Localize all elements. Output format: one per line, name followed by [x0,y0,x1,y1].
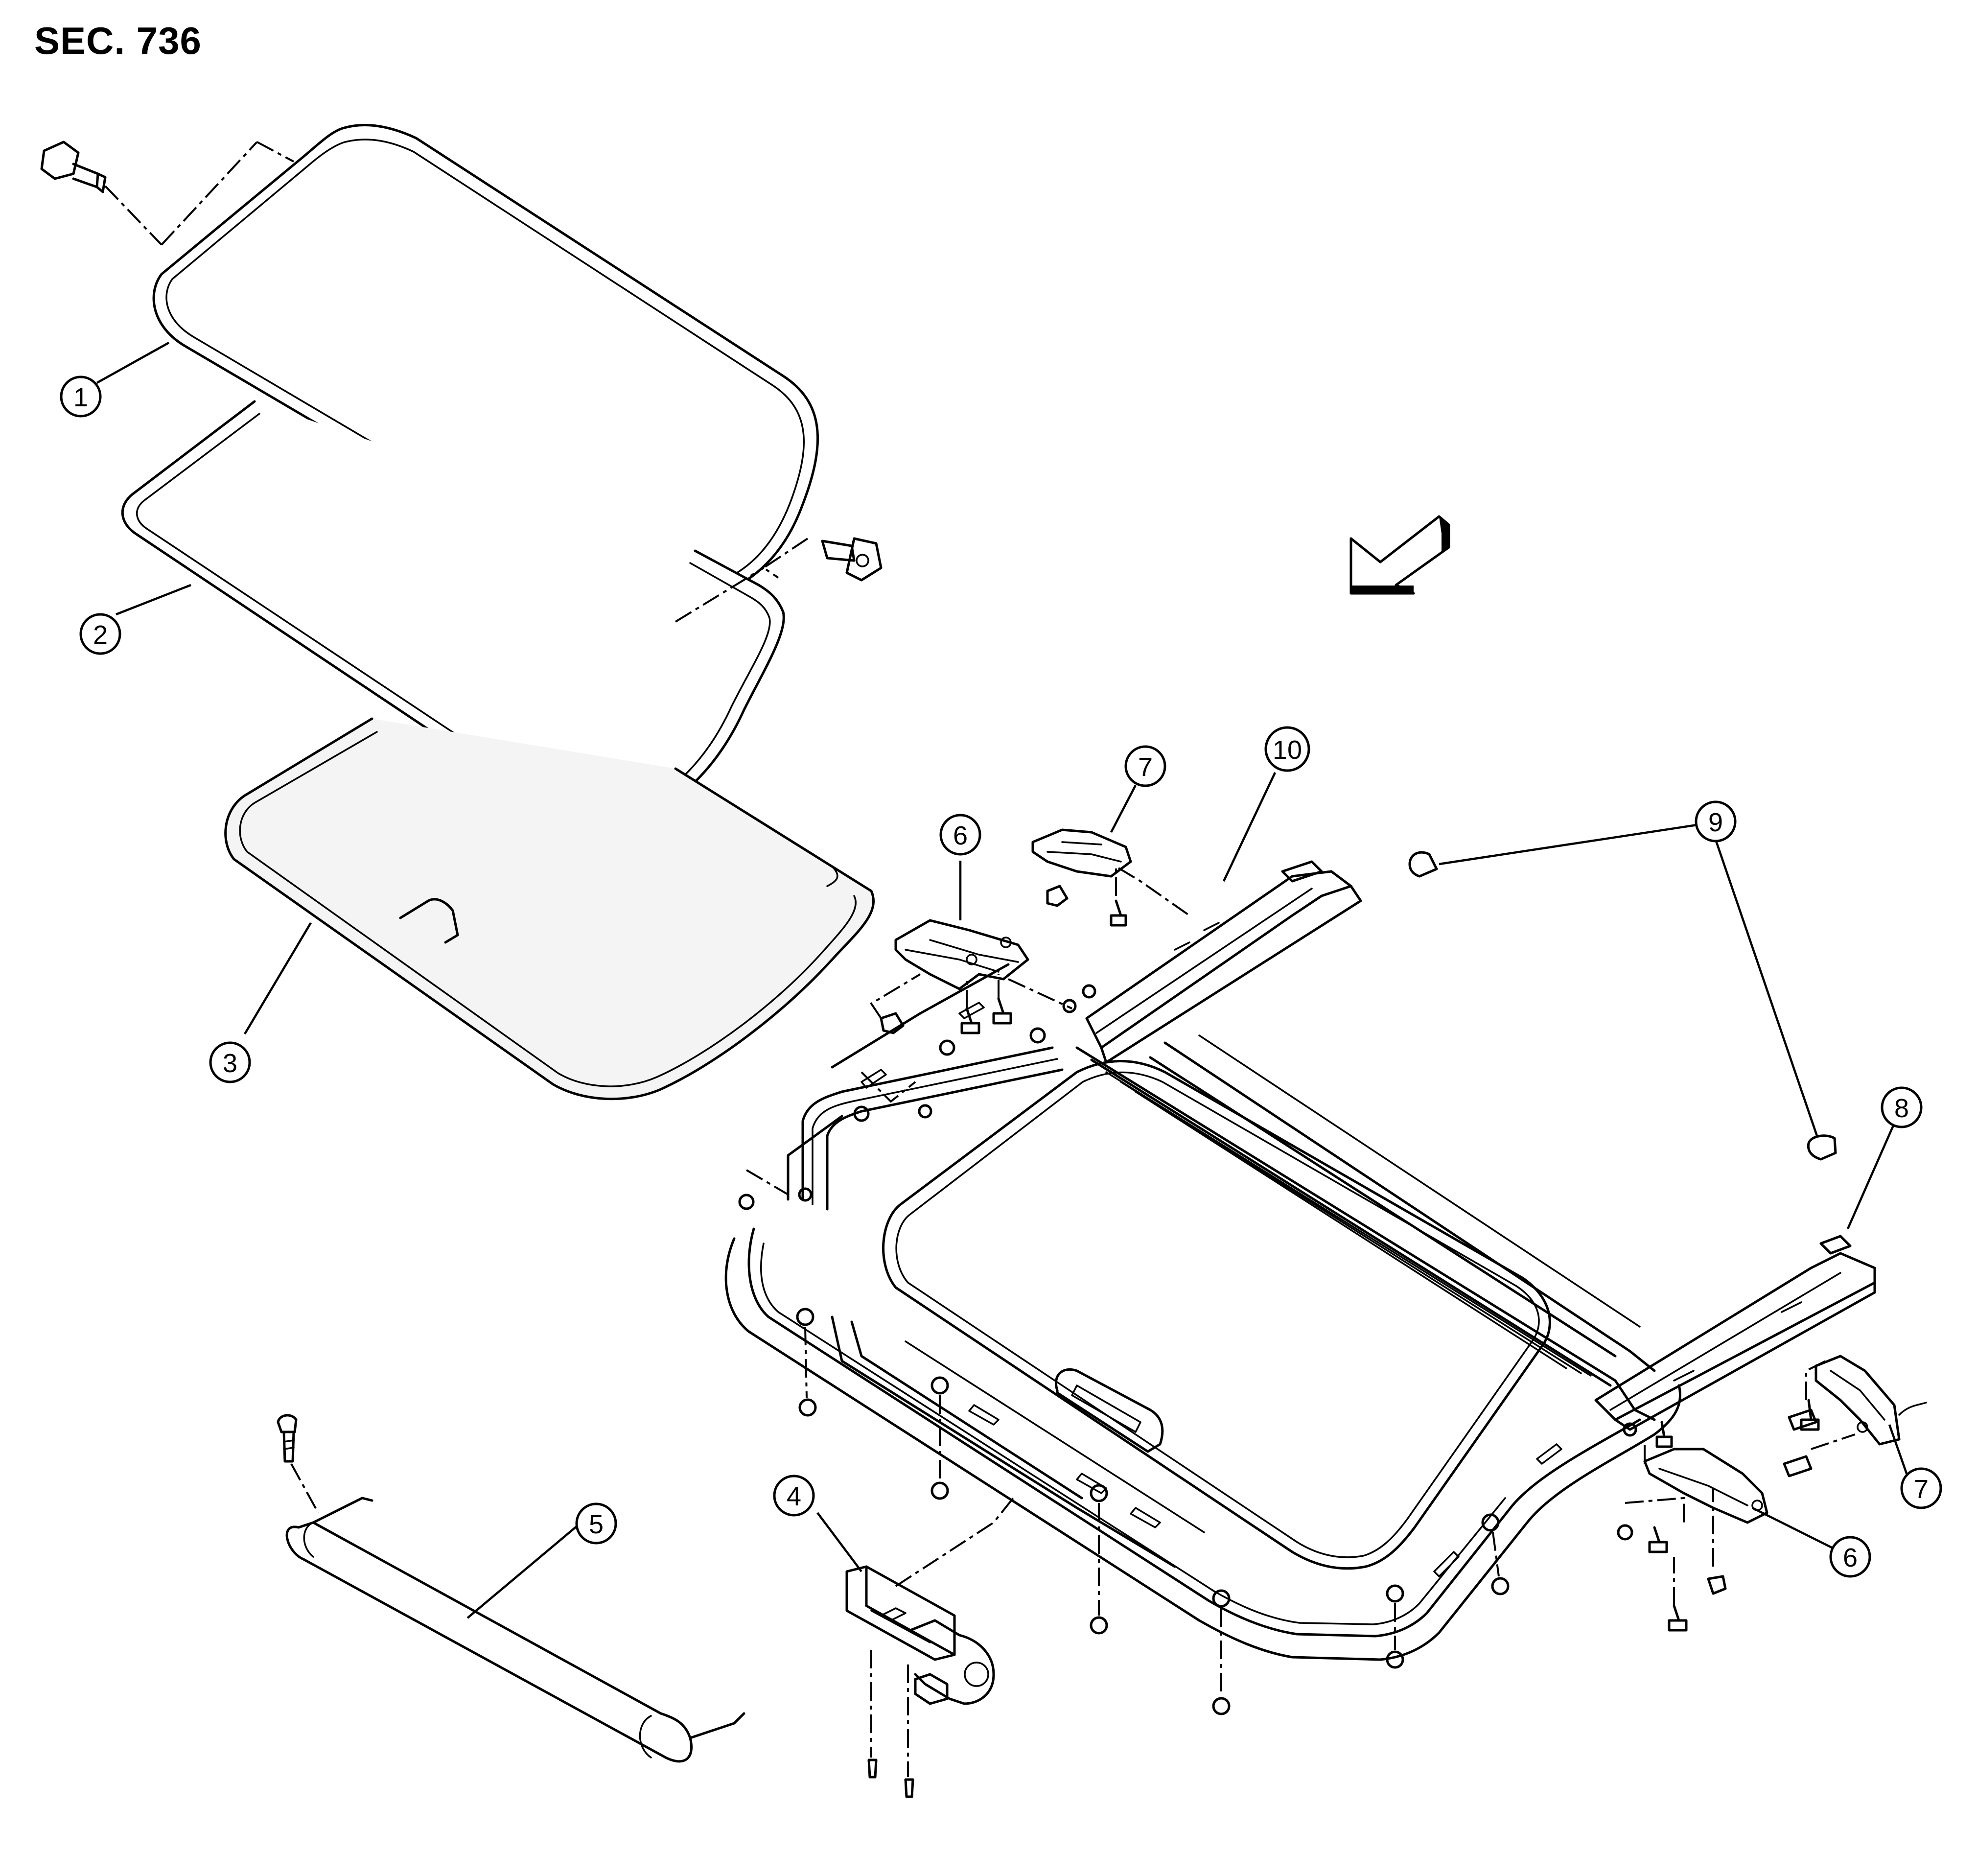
drain-cap-icon [1408,851,1837,1161]
bolt-icon [1046,885,1127,927]
callout-10: 10 [1264,726,1310,772]
svg-text:1: 1 [73,383,88,412]
callout-8: 8 [1881,1086,1923,1128]
callout-6-lower: 6 [1829,1536,1871,1578]
callout-7-upper: 7 [1124,745,1166,787]
callout-1: 1 [60,375,102,418]
svg-text:10: 10 [1273,735,1302,765]
nut-icon [796,1308,1510,1715]
svg-text:6: 6 [1843,1543,1858,1572]
svg-text:6: 6 [953,821,968,850]
callout-2: 2 [79,613,121,655]
bolt-icon [738,984,1096,1210]
front-direction-arrow-icon [1349,515,1450,595]
bracket-lower-6 [1643,1448,1768,1524]
bolt-icon [277,1414,298,1463]
callout-4: 4 [773,1475,815,1517]
svg-text:8: 8 [1894,1094,1909,1123]
svg-text:7: 7 [1914,1475,1929,1504]
svg-text:3: 3 [223,1049,237,1078]
wind-deflector [285,1497,745,1763]
svg-text:9: 9 [1708,808,1723,837]
svg-text:4: 4 [787,1482,801,1511]
svg-text:2: 2 [93,620,108,650]
callout-9: 9 [1695,800,1737,843]
sunroof-frame-housing [724,860,1876,1661]
bolt-icon [821,537,883,582]
callout-7-lower: 7 [1900,1467,1942,1509]
section-number: SEC. 736 [34,19,202,62]
sunshade [224,717,875,1101]
callout-6-upper: 6 [939,814,981,856]
bracket-lower-7 [1814,1355,1927,1446]
callout-5: 5 [575,1502,617,1545]
svg-text:7: 7 [1138,752,1153,782]
svg-text:5: 5 [589,1510,604,1539]
bolt-icon [40,141,107,193]
sunroof-motor [845,1565,995,1705]
callout-3: 3 [209,1041,251,1083]
screw-icon [867,1759,914,1798]
bracket-upper-6 [894,919,1029,990]
bolt-icon [1617,1399,1820,1632]
